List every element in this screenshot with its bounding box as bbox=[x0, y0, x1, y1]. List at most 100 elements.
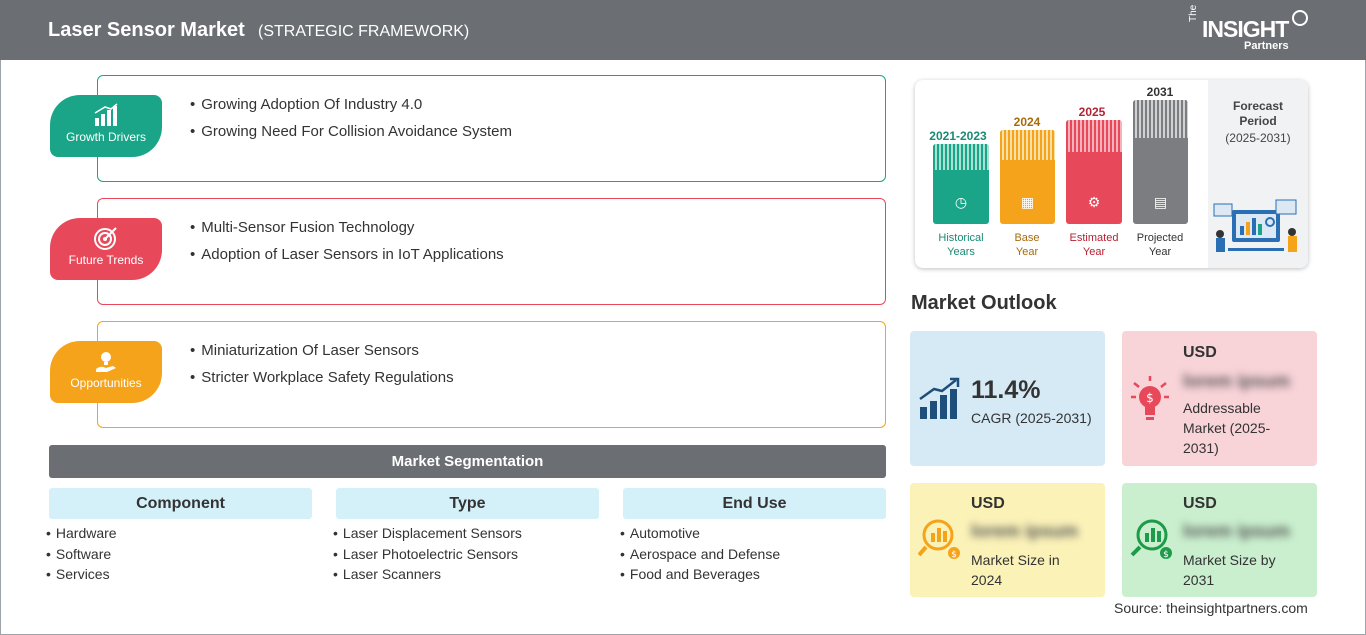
list-item: Multi-Sensor Fusion Technology bbox=[190, 219, 504, 236]
label-line: 2031) bbox=[1183, 440, 1219, 456]
lightbulb-hand-icon bbox=[96, 352, 116, 372]
timeline-bar-projected: ▤ bbox=[1133, 100, 1188, 224]
caption-line: Projected bbox=[1136, 232, 1184, 244]
label-line: Addressable bbox=[1183, 400, 1261, 416]
list-item: Food and Beverages bbox=[620, 566, 780, 587]
forecast-label: Forecast bbox=[1232, 99, 1284, 113]
label-line: 2031 bbox=[1183, 572, 1215, 588]
size-2024-label: Market Size in 2024 bbox=[971, 550, 1060, 590]
forecast-range: (2025-2031) bbox=[1225, 131, 1291, 145]
bar-stripes bbox=[1133, 100, 1188, 138]
timeline-caption-estimated: Estimated Year bbox=[1059, 231, 1129, 259]
growth-chart-icon bbox=[94, 103, 118, 126]
calendar-icon: ▦ bbox=[1020, 194, 1035, 210]
svg-text:$: $ bbox=[951, 550, 957, 560]
market-size-2031-box: $ USD lorem ipsum Market Size by 2031 bbox=[1122, 483, 1317, 597]
timeline-caption-projected: Projected Year bbox=[1125, 231, 1195, 259]
money-search-icon: $ bbox=[918, 519, 960, 560]
timeline-bar-estimated: ⚙ bbox=[1066, 120, 1122, 224]
growth-chart-icon bbox=[919, 377, 960, 419]
badge-label: Growth Drivers bbox=[65, 130, 146, 144]
list-item: Stricter Workplace Safety Regulations bbox=[190, 369, 453, 386]
source-credit[interactable]: Source: theinsightpartners.com bbox=[1114, 600, 1308, 616]
bar-stripes bbox=[1066, 120, 1122, 152]
caption-line: Year bbox=[1082, 246, 1106, 258]
logo-insight: INSIGHT bbox=[1202, 16, 1289, 42]
estimate-settings-icon: ⚙ bbox=[1087, 194, 1101, 210]
caption-line: Base bbox=[1014, 232, 1040, 244]
timeline-year-historical: 2021-2023 bbox=[929, 129, 987, 143]
future-trends-badge: Future Trends bbox=[50, 218, 162, 280]
segment-type-head: Type bbox=[336, 488, 599, 519]
label-line: 2024 bbox=[971, 572, 1003, 588]
idea-bulb-icon: $ bbox=[1131, 376, 1169, 420]
period-label: Period bbox=[1239, 114, 1277, 128]
size-2024-usd: USD bbox=[971, 495, 1005, 512]
list-item: Miniaturization Of Laser Sensors bbox=[190, 342, 454, 359]
logo-the: The bbox=[1188, 4, 1199, 22]
market-size-2024-box: $ USD lorem ipsum Market Size in 2024 bbox=[910, 483, 1105, 597]
size-2031-usd: USD bbox=[1183, 495, 1217, 512]
future-trends-list: Multi-Sensor Fusion Technology Adoption … bbox=[190, 219, 504, 273]
cagr-label: CAGR (2025-2031) bbox=[971, 410, 1092, 426]
header-bar: Laser Sensor Market (STRATEGIC FRAMEWORK… bbox=[0, 0, 1366, 60]
page-title: Laser Sensor Market bbox=[48, 19, 245, 41]
market-segmentation-title: Market Segmentation bbox=[49, 445, 886, 478]
list-item: Aerospace and Defense bbox=[620, 546, 780, 567]
growth-drivers-badge: Growth Drivers bbox=[50, 95, 162, 157]
cagr-box: 11.4% CAGR (2025-2031) bbox=[910, 331, 1105, 466]
logo-ring-icon bbox=[1292, 10, 1308, 26]
badge-label: Opportunities bbox=[70, 376, 142, 390]
page-subtitle: (STRATEGIC FRAMEWORK) bbox=[258, 23, 470, 40]
list-item: Services bbox=[46, 566, 117, 587]
list-item: Adoption of Laser Sensors in IoT Applica… bbox=[190, 246, 503, 263]
timeline-panel: Forecast Period (2025-2031) 2021-2023 ◷ … bbox=[915, 80, 1308, 268]
growth-drivers-card: Growing Adoption Of Industry 4.0 Growing… bbox=[97, 75, 886, 182]
timeline-year-projected: 2031 bbox=[1146, 85, 1174, 99]
list-item: Automotive bbox=[620, 525, 780, 546]
future-trends-card: Multi-Sensor Fusion Technology Adoption … bbox=[97, 198, 886, 305]
addressable-usd: USD bbox=[1183, 344, 1217, 361]
timeline-bar-historical: ◷ bbox=[933, 144, 989, 224]
addressable-value-blurred: lorem ipsum bbox=[1183, 371, 1291, 391]
timeline-caption-historical: Historical Years bbox=[926, 231, 996, 259]
target-icon bbox=[94, 227, 117, 250]
label-line: Market Size by bbox=[1183, 552, 1276, 568]
opportunities-list: Miniaturization Of Laser Sensors Stricte… bbox=[190, 342, 454, 396]
insight-partners-logo[interactable]: The INSIGHT Partners bbox=[1188, 5, 1308, 54]
list-item: Growing Adoption Of Industry 4.0 bbox=[190, 96, 512, 113]
history-clock-icon: ◷ bbox=[954, 194, 968, 210]
caption-line: Year bbox=[1015, 246, 1039, 258]
segment-end-use-head: End Use bbox=[623, 488, 886, 519]
svg-text:$: $ bbox=[1146, 391, 1154, 405]
timeline-year-base: 2024 bbox=[1013, 115, 1041, 129]
list-item: Growing Need For Collision Avoidance Sys… bbox=[190, 123, 512, 140]
list-item: Laser Displacement Sensors bbox=[333, 525, 522, 546]
analyst-dashboard-icon bbox=[1213, 199, 1297, 252]
projection-board-icon: ▤ bbox=[1153, 194, 1168, 210]
label-line: Market Size in bbox=[971, 552, 1060, 568]
timeline-caption-base: Base Year bbox=[992, 231, 1062, 259]
list-item: Software bbox=[46, 546, 117, 567]
opportunities-card: Miniaturization Of Laser Sensors Stricte… bbox=[97, 321, 886, 428]
opportunities-badge: Opportunities bbox=[50, 341, 162, 403]
list-item: Laser Photoelectric Sensors bbox=[333, 546, 522, 567]
market-outlook-title: Market Outlook bbox=[911, 292, 1057, 314]
addressable-market-box: $ USD lorem ipsum Addressable Market (20… bbox=[1122, 331, 1317, 466]
caption-line: Years bbox=[947, 246, 975, 258]
growth-drivers-list: Growing Adoption Of Industry 4.0 Growing… bbox=[190, 96, 512, 150]
cagr-value: 11.4% bbox=[971, 376, 1041, 404]
logo-partners: Partners bbox=[1244, 40, 1289, 52]
timeline-bar-base: ▦ bbox=[1000, 130, 1055, 224]
badge-label: Future Trends bbox=[68, 253, 144, 267]
size-2024-value-blurred: lorem ipsum bbox=[971, 521, 1079, 541]
bar-stripes bbox=[933, 144, 989, 170]
svg-text:$: $ bbox=[1163, 550, 1169, 560]
bar-stripes bbox=[1000, 130, 1055, 160]
caption-line: Estimated bbox=[1069, 232, 1119, 244]
label-line: Market (2025- bbox=[1183, 420, 1271, 436]
caption-line: Year bbox=[1148, 246, 1172, 258]
addressable-label: Addressable Market (2025- 2031) bbox=[1183, 398, 1270, 458]
list-item: Hardware bbox=[46, 525, 117, 546]
segment-component-head: Component bbox=[49, 488, 312, 519]
